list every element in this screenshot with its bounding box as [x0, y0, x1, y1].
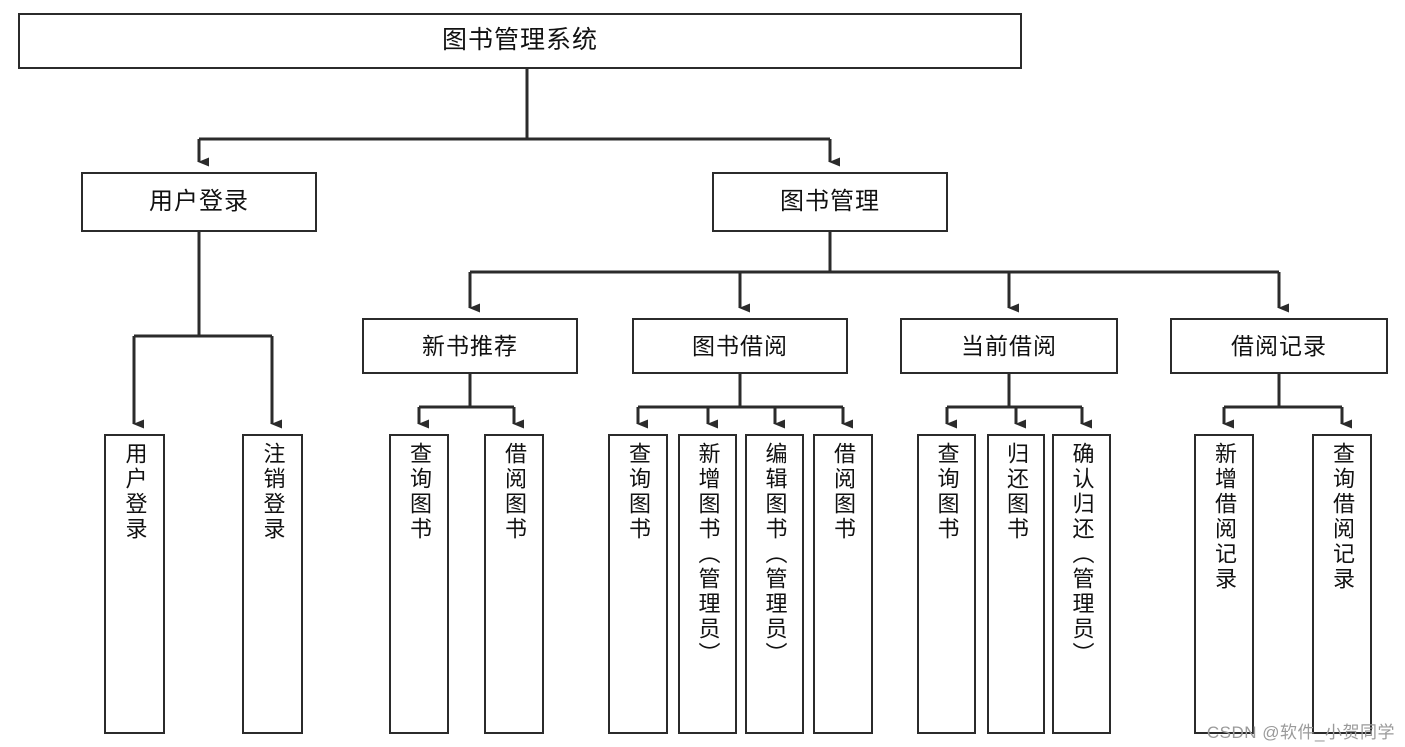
- node-label: 借阅图书: [831, 442, 856, 542]
- node-user-login[interactable]: 用户登录: [81, 172, 317, 232]
- node-leaf-borrow-book-recommend[interactable]: 借阅图书: [484, 434, 544, 734]
- node-label: 查询图书: [626, 442, 651, 542]
- node-leaf-edit-book-admin[interactable]: 编辑图书（管理员）: [745, 434, 804, 734]
- node-leaf-query-book-current[interactable]: 查询图书: [917, 434, 976, 734]
- node-label: 借阅记录: [1231, 332, 1327, 359]
- node-label: 新增图书（管理员）: [695, 442, 721, 667]
- node-leaf-query-borrow-record[interactable]: 查询借阅记录: [1312, 434, 1372, 734]
- node-leaf-user-login[interactable]: 用户登录: [104, 434, 165, 734]
- node-borrow-record[interactable]: 借阅记录: [1170, 318, 1388, 374]
- node-new-book-recommend[interactable]: 新书推荐: [362, 318, 578, 374]
- node-label: 图书管理系统: [441, 26, 598, 55]
- node-leaf-query-book-borrow[interactable]: 查询图书: [608, 434, 668, 734]
- node-label: 查询图书: [934, 442, 960, 542]
- node-label: 查询图书: [407, 442, 432, 542]
- node-current-borrow[interactable]: 当前借阅: [900, 318, 1118, 374]
- csdn-watermark: CSDN @软件_小贺同学: [1206, 723, 1395, 742]
- node-label: 图书管理: [780, 188, 880, 215]
- node-leaf-add-book-admin[interactable]: 新增图书（管理员）: [678, 434, 737, 734]
- node-leaf-add-borrow-record[interactable]: 新增借阅记录: [1194, 434, 1254, 734]
- node-label: 当前借阅: [961, 332, 1057, 359]
- node-leaf-return-book[interactable]: 归还图书: [987, 434, 1045, 734]
- node-book-manage[interactable]: 图书管理: [712, 172, 948, 232]
- node-label: 新书推荐: [422, 332, 518, 359]
- node-leaf-query-book-recommend[interactable]: 查询图书: [389, 434, 449, 734]
- node-leaf-logout-login[interactable]: 注销登录: [242, 434, 303, 734]
- node-label: 图书借阅: [692, 332, 788, 359]
- node-label: 注销登录: [260, 442, 286, 542]
- node-label: 新增借阅记录: [1212, 442, 1237, 592]
- node-label: 借阅图书: [502, 442, 527, 542]
- node-label: 归还图书: [1004, 442, 1029, 542]
- node-label: 用户登录: [122, 442, 148, 542]
- node-leaf-confirm-return-admin[interactable]: 确认归还（管理员）: [1052, 434, 1111, 734]
- node-label: 查询借阅记录: [1330, 442, 1355, 592]
- node-book-borrow[interactable]: 图书借阅: [632, 318, 848, 374]
- node-leaf-borrow-book[interactable]: 借阅图书: [813, 434, 873, 734]
- node-label: 确认归还（管理员）: [1069, 442, 1095, 667]
- node-label: 用户登录: [149, 188, 249, 215]
- node-label: 编辑图书（管理员）: [762, 442, 788, 667]
- node-root-system[interactable]: 图书管理系统: [18, 13, 1022, 69]
